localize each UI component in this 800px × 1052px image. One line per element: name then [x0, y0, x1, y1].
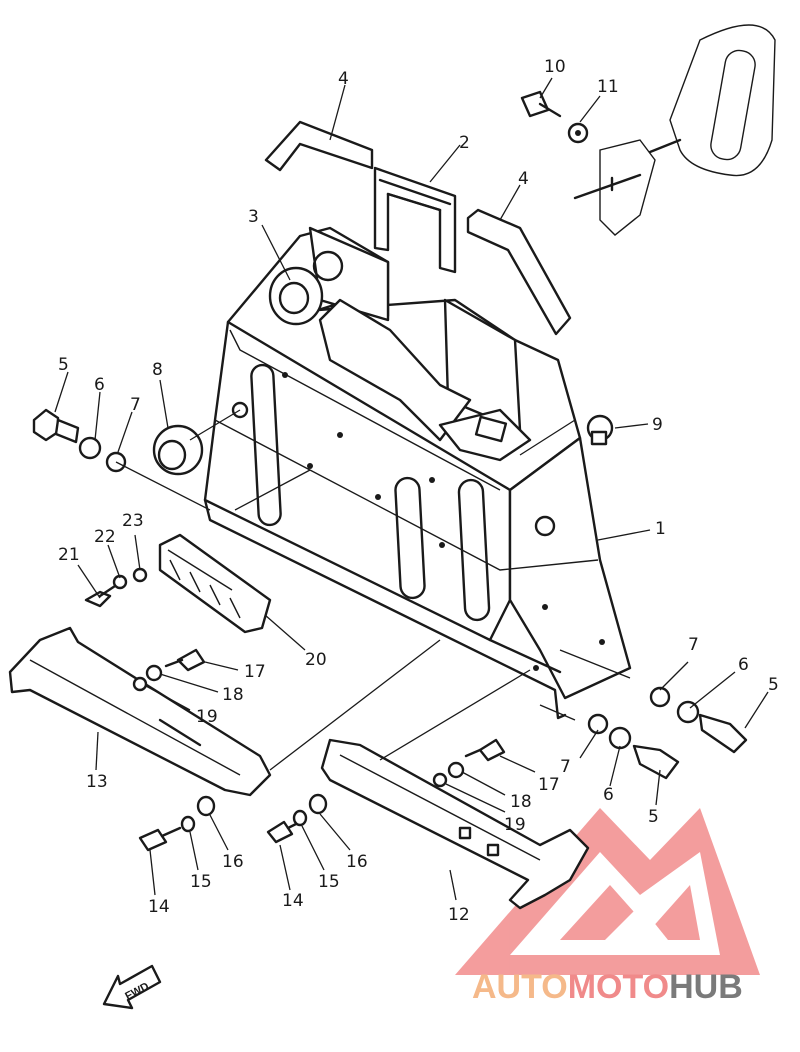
- washer-16-right: [308, 793, 328, 815]
- screw-21: [84, 582, 120, 608]
- callout-10: 10: [544, 57, 566, 77]
- washer-7-right: [649, 686, 671, 708]
- assembly-guide-lines: [115, 409, 631, 771]
- washer-16-left: [196, 795, 216, 817]
- callout-23: 23: [122, 511, 144, 531]
- part-4-rod-upper: [264, 120, 374, 172]
- watermark-part-1: AUTO: [472, 968, 568, 1006]
- bolt-5-lower: [632, 744, 680, 780]
- callout-5a: 5: [58, 355, 69, 375]
- part-3-bushing: [268, 266, 324, 326]
- callout-7b: 7: [688, 635, 699, 655]
- watermark-part-2: MOTO: [568, 968, 669, 1006]
- callout-7c: 7: [560, 757, 571, 777]
- washer-15-right: [292, 809, 308, 827]
- callout-21: 21: [58, 545, 80, 565]
- washer-6-right: [676, 700, 700, 724]
- bolt-14-left: [138, 826, 182, 852]
- callout-3: 3: [248, 207, 259, 227]
- part-9-cap: [586, 414, 614, 446]
- callout-17a: 17: [244, 662, 266, 682]
- watermark-text: AUTOMOTOHUB: [472, 968, 743, 1006]
- callout-13: 13: [86, 772, 108, 792]
- callout-22: 22: [94, 527, 116, 547]
- washer-7-lower: [587, 713, 609, 735]
- callout-15b: 15: [318, 872, 340, 892]
- part-13-rail: [8, 626, 272, 797]
- clamp-bracket: [203, 226, 632, 720]
- callout-4b: 4: [518, 169, 529, 189]
- callout-18a: 18: [222, 685, 244, 705]
- callout-1: 1: [655, 519, 666, 539]
- callout-2: 2: [459, 133, 470, 153]
- callout-11: 11: [597, 77, 619, 97]
- callout-14a: 14: [148, 897, 170, 917]
- callout-5b: 5: [768, 675, 779, 695]
- callout-16b: 16: [346, 852, 368, 872]
- callout-8: 8: [152, 360, 163, 380]
- callout-20: 20: [305, 650, 327, 670]
- washer-15-left: [180, 815, 196, 833]
- washer-6-lower: [608, 726, 632, 750]
- callout-16a: 16: [222, 852, 244, 872]
- callout-6a: 6: [94, 375, 105, 395]
- callout-15a: 15: [190, 872, 212, 892]
- bolt-5-right: [698, 713, 748, 754]
- tilt-lever-handle: [520, 24, 776, 236]
- callout-5c: 5: [648, 807, 659, 827]
- callout-4a: 4: [338, 69, 349, 89]
- bolt-17-left: [164, 648, 206, 672]
- washer-18-left: [145, 664, 163, 682]
- callout-6b: 6: [738, 655, 749, 675]
- part-20-plate: [158, 533, 272, 634]
- washer-18-right: [447, 761, 465, 779]
- bolt-5-left: [32, 408, 80, 444]
- watermark-logo: [455, 808, 760, 975]
- callout-12: 12: [448, 905, 470, 925]
- callout-19a: 19: [196, 707, 218, 727]
- callout-18b: 18: [510, 792, 532, 812]
- callout-numbers: 1 2 3 4 4 5 5 5 6 6 6 7 7 7 8 9 10 11 12…: [58, 57, 779, 925]
- part-12-rail: [320, 738, 590, 910]
- swivel-pivot: [308, 226, 532, 462]
- callout-7a: 7: [130, 395, 141, 415]
- washer-19-left: [132, 676, 148, 692]
- callout-14b: 14: [282, 891, 304, 911]
- part-2-plate: [373, 166, 457, 274]
- callout-9: 9: [652, 415, 663, 435]
- washer-23: [132, 567, 148, 583]
- washer-19-right: [432, 772, 448, 788]
- washer-6-left: [78, 436, 102, 460]
- callout-19b: 19: [504, 815, 526, 835]
- callout-leaders: [54, 77, 769, 901]
- bolt-17-right: [464, 738, 506, 762]
- callout-17b: 17: [538, 775, 560, 795]
- watermark-part-3: HUB: [669, 968, 743, 1006]
- part-8-bushing: [152, 424, 204, 476]
- part-4-rod-lower: [466, 208, 572, 336]
- fwd-arrow: FWD: [102, 964, 162, 1010]
- svg-text:AUTOMOTOHUB: AUTOMOTOHUB: [472, 968, 743, 1006]
- callout-6c: 6: [603, 785, 614, 805]
- washer-22: [112, 574, 128, 590]
